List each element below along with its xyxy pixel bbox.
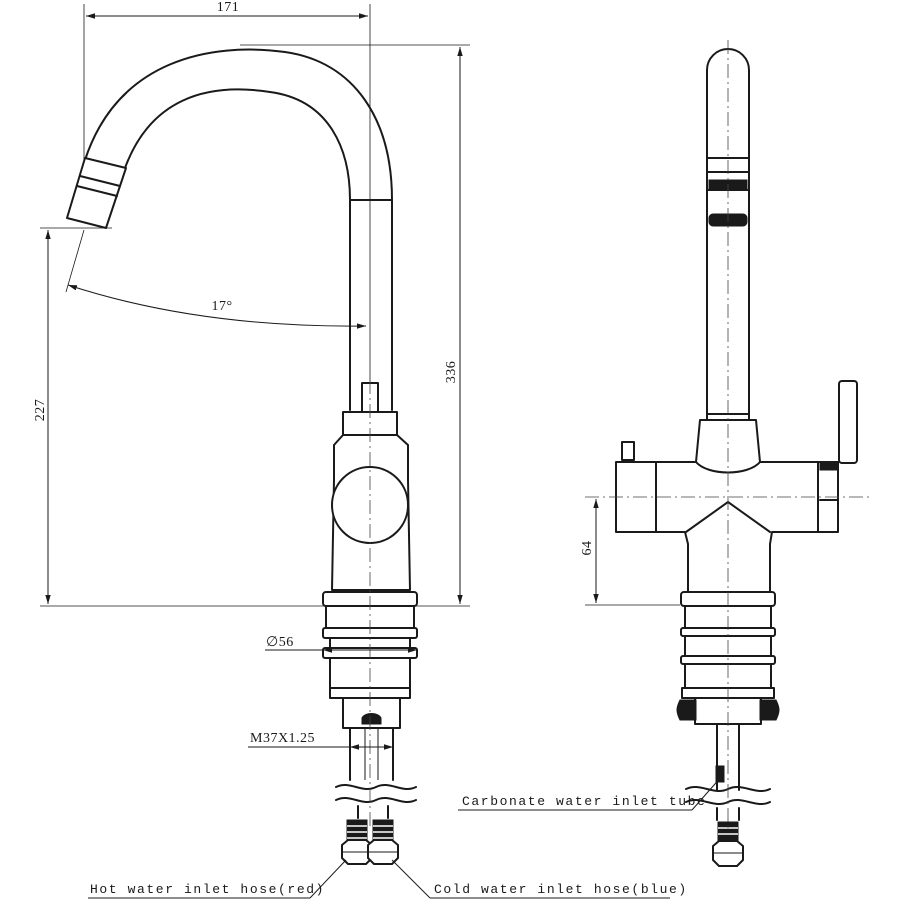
dimension-angle: 17°: [65, 229, 367, 329]
cold-water-hose: [367, 819, 399, 865]
carbonate-tube-callout: Carbonate water inlet tube: [458, 775, 723, 811]
reach-value: 171: [217, 0, 240, 15]
right-bolt: [759, 699, 780, 721]
cold-hose-label: Cold water inlet hose(blue): [434, 882, 688, 897]
carbonate-tube-marker: [715, 765, 725, 783]
diameter-value: ∅56: [266, 635, 294, 650]
dimension-thread: M37X1.25: [248, 731, 393, 750]
total-height-value: 336: [444, 361, 459, 384]
front-view: 64 Carbonate water inlet tube: [458, 40, 870, 867]
lever-offset-value: 64: [580, 541, 595, 556]
cold-hose-callout: Cold water inlet hose(blue): [391, 859, 688, 899]
angle-value: 17°: [211, 299, 232, 314]
dimension-reach: 171: [86, 0, 368, 19]
dimension-spout-height: 227: [33, 230, 51, 604]
hot-hose-label: Hot water inlet hose(red): [90, 882, 325, 897]
dimension-total-height: 336: [444, 47, 463, 604]
spout-tube: [84, 48, 393, 411]
front-lever: [838, 380, 858, 464]
spout-height-value: 227: [33, 399, 48, 422]
spout-tip: [66, 157, 127, 229]
hot-hose-callout: Hot water inlet hose(red): [88, 859, 347, 899]
carbonate-tube-label: Carbonate water inlet tube: [462, 794, 706, 809]
thread-value: M37X1.25: [250, 731, 315, 746]
dimension-lever-offset: 64: [580, 499, 680, 606]
carbonate-tube-fitting: [712, 821, 744, 867]
left-bolt: [676, 699, 697, 721]
side-view: 171 336 227 17° ∅56 M37X1.25: [33, 0, 688, 899]
front-body: [615, 461, 839, 593]
dimension-base-diameter: ∅56: [265, 635, 417, 653]
